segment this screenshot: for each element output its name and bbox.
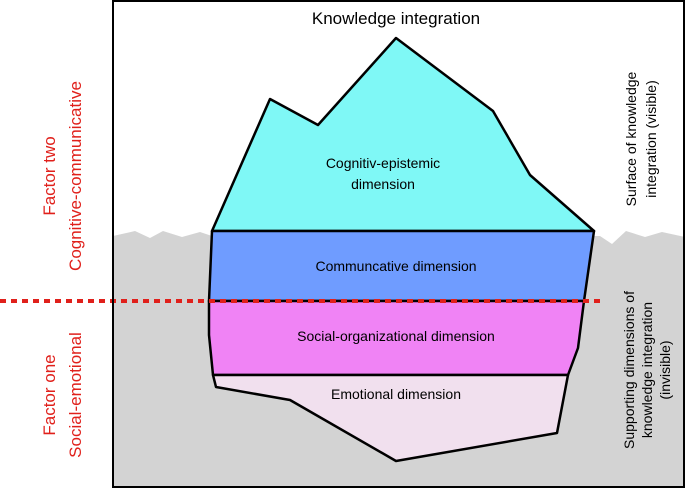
factor-one-label: Factor one: [40, 354, 59, 435]
surface-label-line1: Surface of knowledge: [623, 71, 639, 206]
cognitive-epistemic-layer: [210, 36, 596, 233]
cognitive-label-line2: dimension: [351, 176, 415, 192]
factor-two-sublabel: Cognitive-communicative: [66, 81, 85, 271]
emotional-label: Emotional dimension: [331, 386, 461, 402]
communicative-label: Communcative dimension: [315, 258, 476, 274]
factor-one-sublabel: Social-emotional: [66, 332, 85, 458]
cognitive-label-line1: Cognitiv-epistemic: [326, 155, 440, 171]
diagram-title: Knowledge integration: [312, 9, 480, 28]
factor-two-label: Factor two: [40, 136, 59, 215]
supporting-label-line2: knowledge integration: [639, 302, 655, 438]
supporting-label-line1: Supporting dimensions of: [621, 291, 637, 449]
diagram-frame: [112, 0, 685, 488]
supporting-label-line3: (invisible): [657, 340, 673, 399]
surface-label-line2: integration (visible): [643, 80, 659, 198]
emotional-layer: [211, 373, 570, 463]
social-organizational-label: Social-organizational dimension: [297, 328, 495, 344]
